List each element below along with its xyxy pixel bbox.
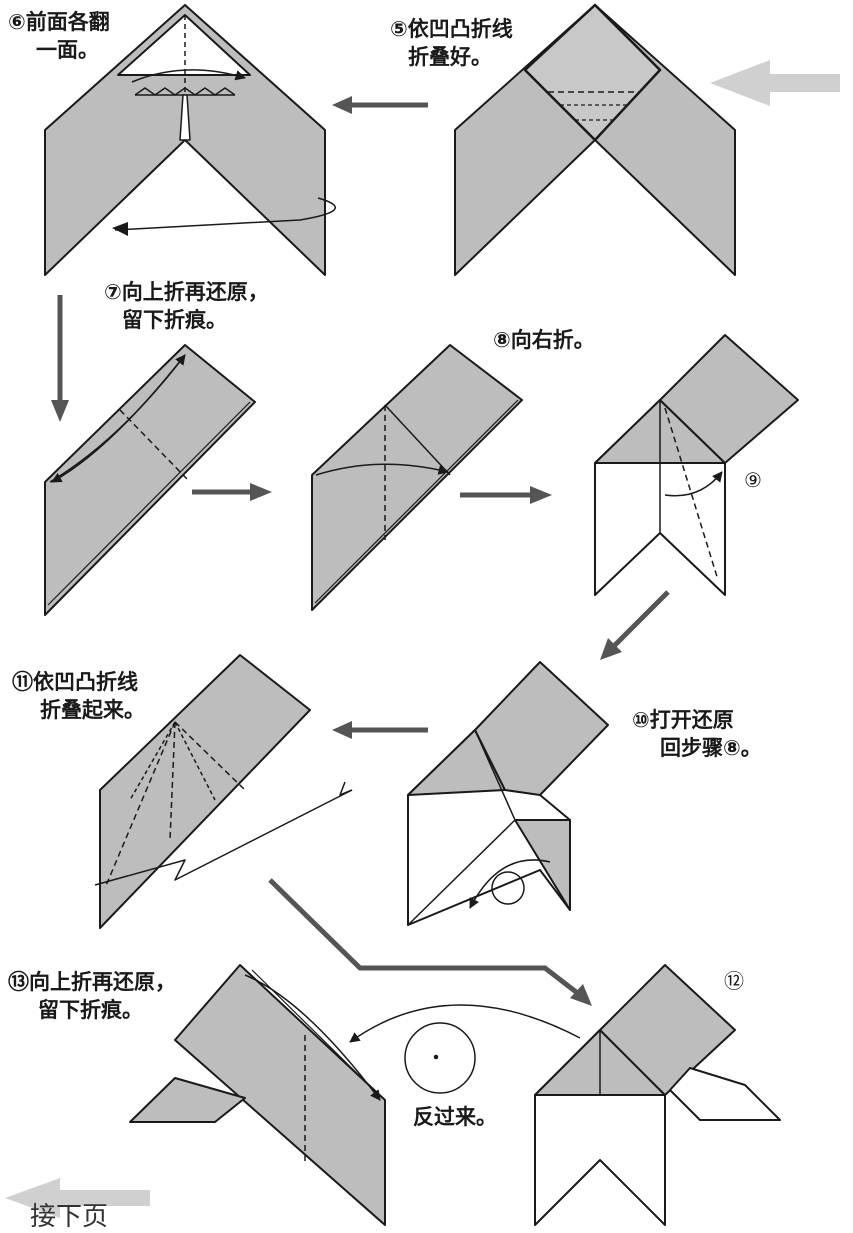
step8-figure [594, 334, 799, 596]
step7-line2: 留下折痕。 [122, 308, 227, 332]
step13-line1: ⑬向上折再还原， [8, 970, 176, 994]
step10-line2: 回步骤⑧。 [660, 736, 762, 760]
page-arrow-bottom [5, 1178, 150, 1218]
step6-line2: 一面。 [36, 38, 99, 62]
continued-label: 接下页 [30, 1202, 109, 1232]
step10-label: ⑩打开还原 回步骤⑧。 [632, 706, 762, 762]
step13-line2: 留下折痕。 [38, 998, 143, 1022]
arrow-7b-to-8 [460, 486, 552, 504]
step8-line1: ⑧向右折。 [493, 328, 595, 352]
step5-figure [454, 3, 736, 276]
step8-label: ⑧向右折。 [493, 326, 595, 354]
step7-figure [44, 344, 256, 616]
step13-label: ⑬向上折再还原， 留下折痕。 [8, 968, 176, 1024]
step12-figure [534, 964, 781, 1226]
arrow-10-to-11 [332, 721, 428, 739]
step12-number: ⑫ [724, 969, 744, 993]
step7-line1: ⑦向上折再还原， [104, 280, 269, 304]
step10-figure [407, 661, 609, 926]
page-arrow-top [710, 60, 840, 106]
step9-number: ⑨ [744, 468, 762, 492]
step7-label: ⑦向上折再还原， 留下折痕。 [104, 278, 269, 334]
step11-label: ⑪依凹凸折线 折叠起来。 [12, 668, 145, 724]
step5-label: ⑤依凹凸折线 折叠好。 [390, 15, 513, 71]
step5-line2: 折叠好。 [408, 45, 492, 69]
step5-line1: ⑤依凹凸折线 [390, 17, 513, 41]
step6-label: ⑥前面各翻 一面。 [8, 8, 110, 64]
arrow-5-to-6 [332, 96, 428, 114]
step6-figure [44, 4, 336, 276]
arrow-7-to-7b [192, 483, 272, 501]
step7b-figure [311, 344, 523, 611]
step6-line1: ⑥前面各翻 [8, 10, 110, 34]
arrow-6-to-7 [51, 295, 69, 422]
step13-figure [129, 964, 386, 1226]
step11-figure [94, 654, 353, 929]
step10-line1: ⑩打开还原 [632, 708, 734, 732]
arrow-11-to-12 [268, 878, 592, 1006]
step11-line1: ⑪依凹凸折线 [12, 670, 138, 694]
arrow-8-to-10 [600, 590, 670, 660]
step11-line2: 折叠起来。 [40, 698, 145, 722]
turn-over-symbol [349, 1004, 581, 1094]
turn-over-label: 反过来。 [413, 1105, 497, 1129]
